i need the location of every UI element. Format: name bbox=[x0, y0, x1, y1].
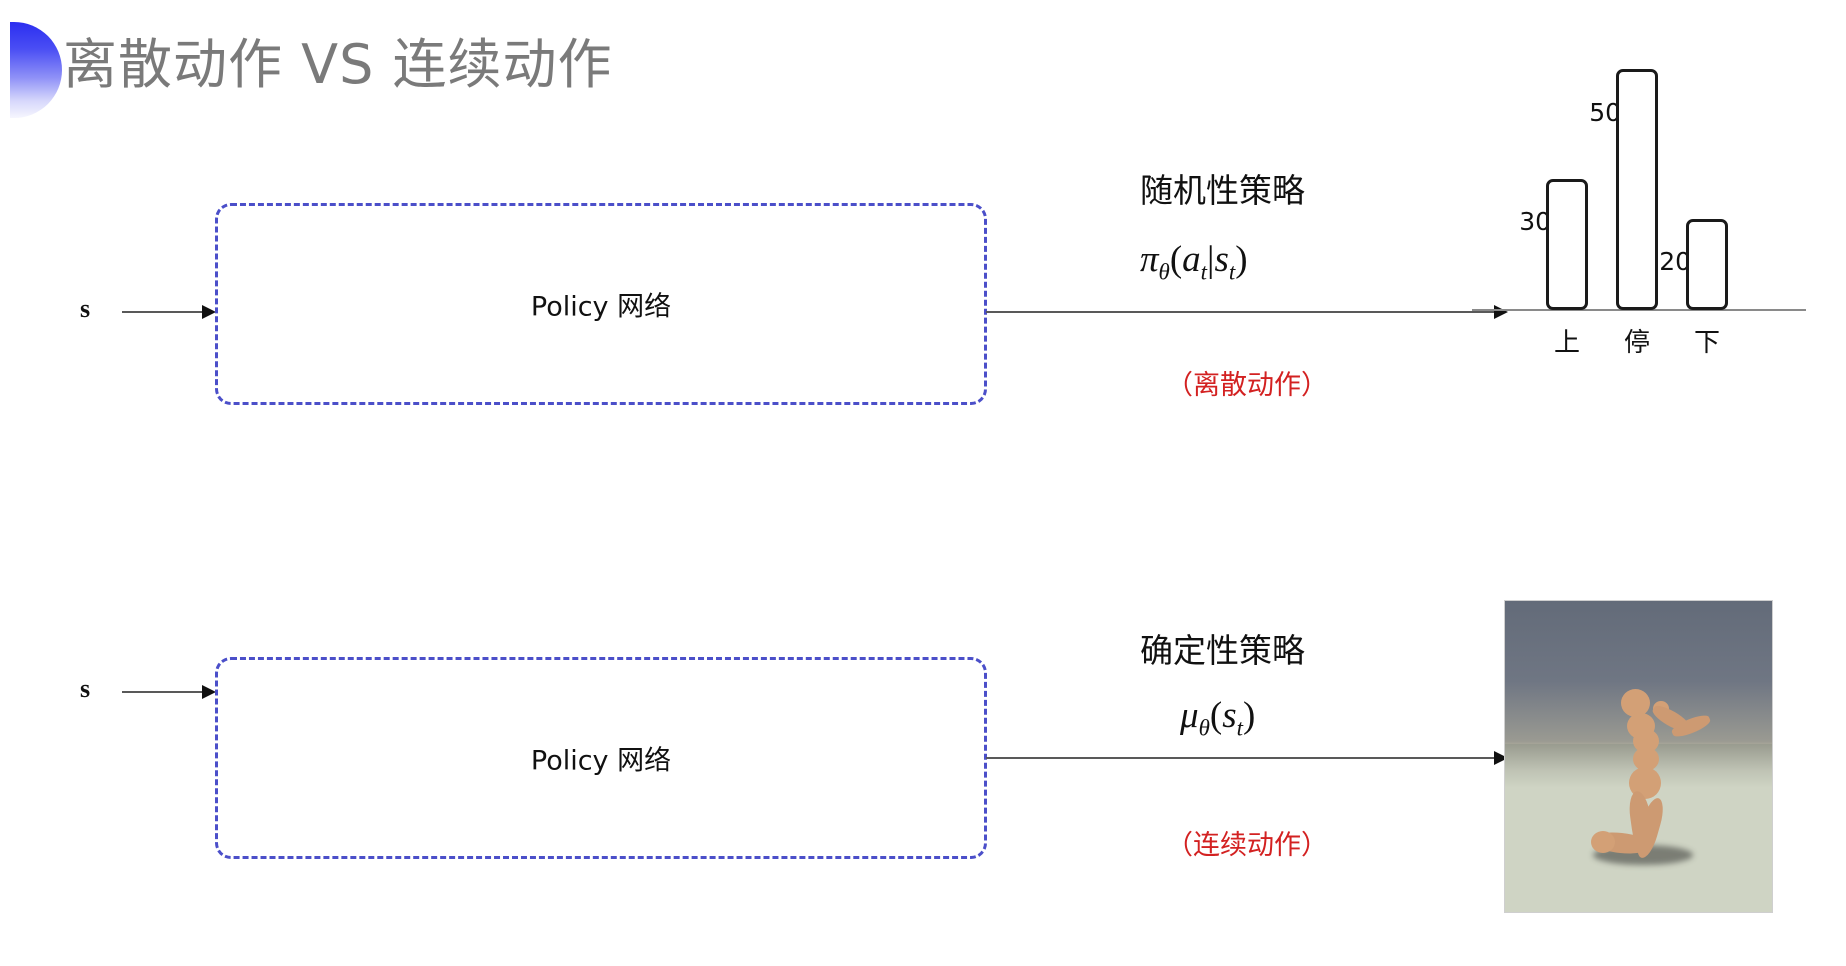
policy-network-label-discrete: Policy 网络 bbox=[530, 291, 672, 323]
output-arrow-continuous bbox=[986, 757, 1506, 759]
policy-network-box-discrete[interactable]: Policy 网络 bbox=[215, 203, 987, 405]
humanoid-head bbox=[1621, 689, 1650, 717]
policy-kind-label-continuous: 确定性策略 bbox=[1140, 631, 1305, 670]
formula-theta: θ bbox=[1198, 715, 1210, 741]
state-input-label-discrete: s bbox=[80, 294, 91, 323]
policy-formula-discrete: πθ(at|st) bbox=[1140, 238, 1248, 285]
action-type-note-continuous: （连续动作） bbox=[1166, 830, 1328, 861]
title-decoration-icon bbox=[10, 22, 62, 118]
bar-category-label-1: 停 bbox=[1623, 328, 1650, 358]
output-arrow-discrete bbox=[986, 311, 1506, 313]
formula-open-paren: ( bbox=[1209, 695, 1223, 736]
policy-kind-label-discrete: 随机性策略 bbox=[1140, 171, 1305, 210]
state-input-label-continuous: s bbox=[80, 674, 91, 703]
action-probability-bar-chart: 30% 上 50% 停 20% 下 bbox=[1472, 69, 1812, 395]
formula-state-subscript: t bbox=[1228, 259, 1236, 285]
formula-state-subscript: t bbox=[1236, 715, 1243, 741]
formula-close-paren: ) bbox=[1242, 695, 1256, 736]
input-arrow-continuous bbox=[122, 691, 214, 693]
bar-0 bbox=[1546, 179, 1588, 310]
formula-open-paren: ( bbox=[1169, 239, 1183, 280]
formula-action: a bbox=[1182, 239, 1201, 280]
chart-baseline-axis bbox=[1472, 309, 1806, 311]
formula-close-paren: ) bbox=[1235, 239, 1248, 280]
humanoid-foot bbox=[1591, 831, 1615, 853]
bar-2 bbox=[1686, 219, 1728, 310]
policy-formula-continuous: μθ(st) bbox=[1180, 694, 1255, 741]
formula-action-subscript: t bbox=[1200, 259, 1208, 285]
policy-network-label-continuous: Policy 网络 bbox=[530, 745, 672, 777]
action-type-note-discrete: （离散动作） bbox=[1166, 370, 1328, 401]
formula-given-bar: | bbox=[1207, 239, 1215, 280]
formula-state: s bbox=[1214, 239, 1229, 280]
humanoid-simulation-image bbox=[1504, 600, 1773, 913]
bar-1 bbox=[1616, 69, 1658, 310]
input-arrow-discrete bbox=[122, 311, 214, 313]
page-title: 离散动作 VS 连续动作 bbox=[63, 33, 613, 96]
formula-state: s bbox=[1222, 695, 1237, 736]
bar-category-label-0: 上 bbox=[1553, 328, 1580, 358]
formula-pi: π bbox=[1140, 239, 1159, 280]
bar-category-label-2: 下 bbox=[1693, 328, 1720, 358]
policy-network-box-continuous[interactable]: Policy 网络 bbox=[215, 657, 987, 859]
formula-mu: μ bbox=[1180, 695, 1199, 736]
formula-theta: θ bbox=[1158, 259, 1170, 285]
